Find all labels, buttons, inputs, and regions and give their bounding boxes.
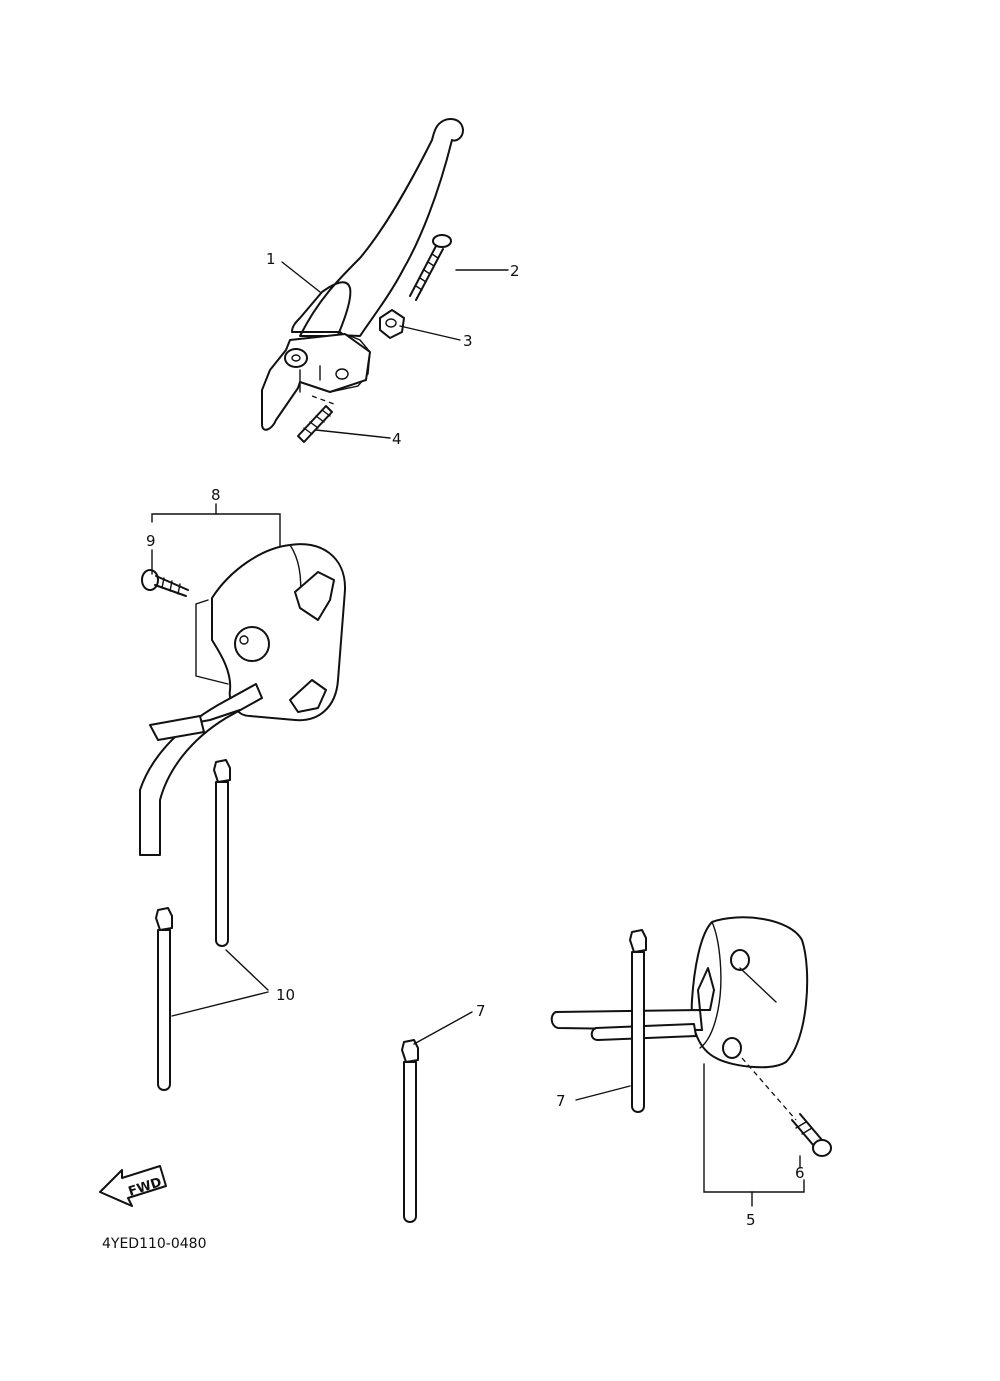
cable-tie-b <box>155 907 173 1091</box>
lever-nut <box>379 309 405 339</box>
leader-lines <box>151 261 805 1207</box>
switch-screw <box>141 569 189 597</box>
right-switch-screw <box>741 1057 832 1157</box>
callout-10: 10 <box>276 986 295 1004</box>
diagram-code: 4YED110-0480 <box>102 1236 207 1252</box>
cable-tie-a <box>213 759 231 947</box>
left-handlebar-switch <box>139 543 347 856</box>
brake-lever <box>261 117 464 431</box>
callout-7-center: 7 <box>476 1002 486 1020</box>
callout-1: 1 <box>266 250 276 268</box>
callout-2: 2 <box>510 262 520 280</box>
callout-3: 3 <box>463 332 473 350</box>
right-handlebar-switch <box>550 916 809 1069</box>
cable-tie-d <box>629 929 647 1113</box>
cable-tie-c <box>401 1039 419 1223</box>
fwd-arrow <box>99 1165 167 1207</box>
callout-8: 8 <box>211 486 221 504</box>
callout-7-right: 7 <box>556 1092 566 1110</box>
callout-4: 4 <box>392 430 402 448</box>
lever-adjust-screw <box>297 395 335 443</box>
callout-6: 6 <box>795 1164 805 1182</box>
callout-9: 9 <box>146 532 156 550</box>
lever-pivot-bolt <box>409 234 452 301</box>
callout-5: 5 <box>746 1211 756 1229</box>
callout-labels: 1 2 3 4 5 6 7 7 8 9 10 FWD 4YED110-0480 <box>102 250 805 1252</box>
